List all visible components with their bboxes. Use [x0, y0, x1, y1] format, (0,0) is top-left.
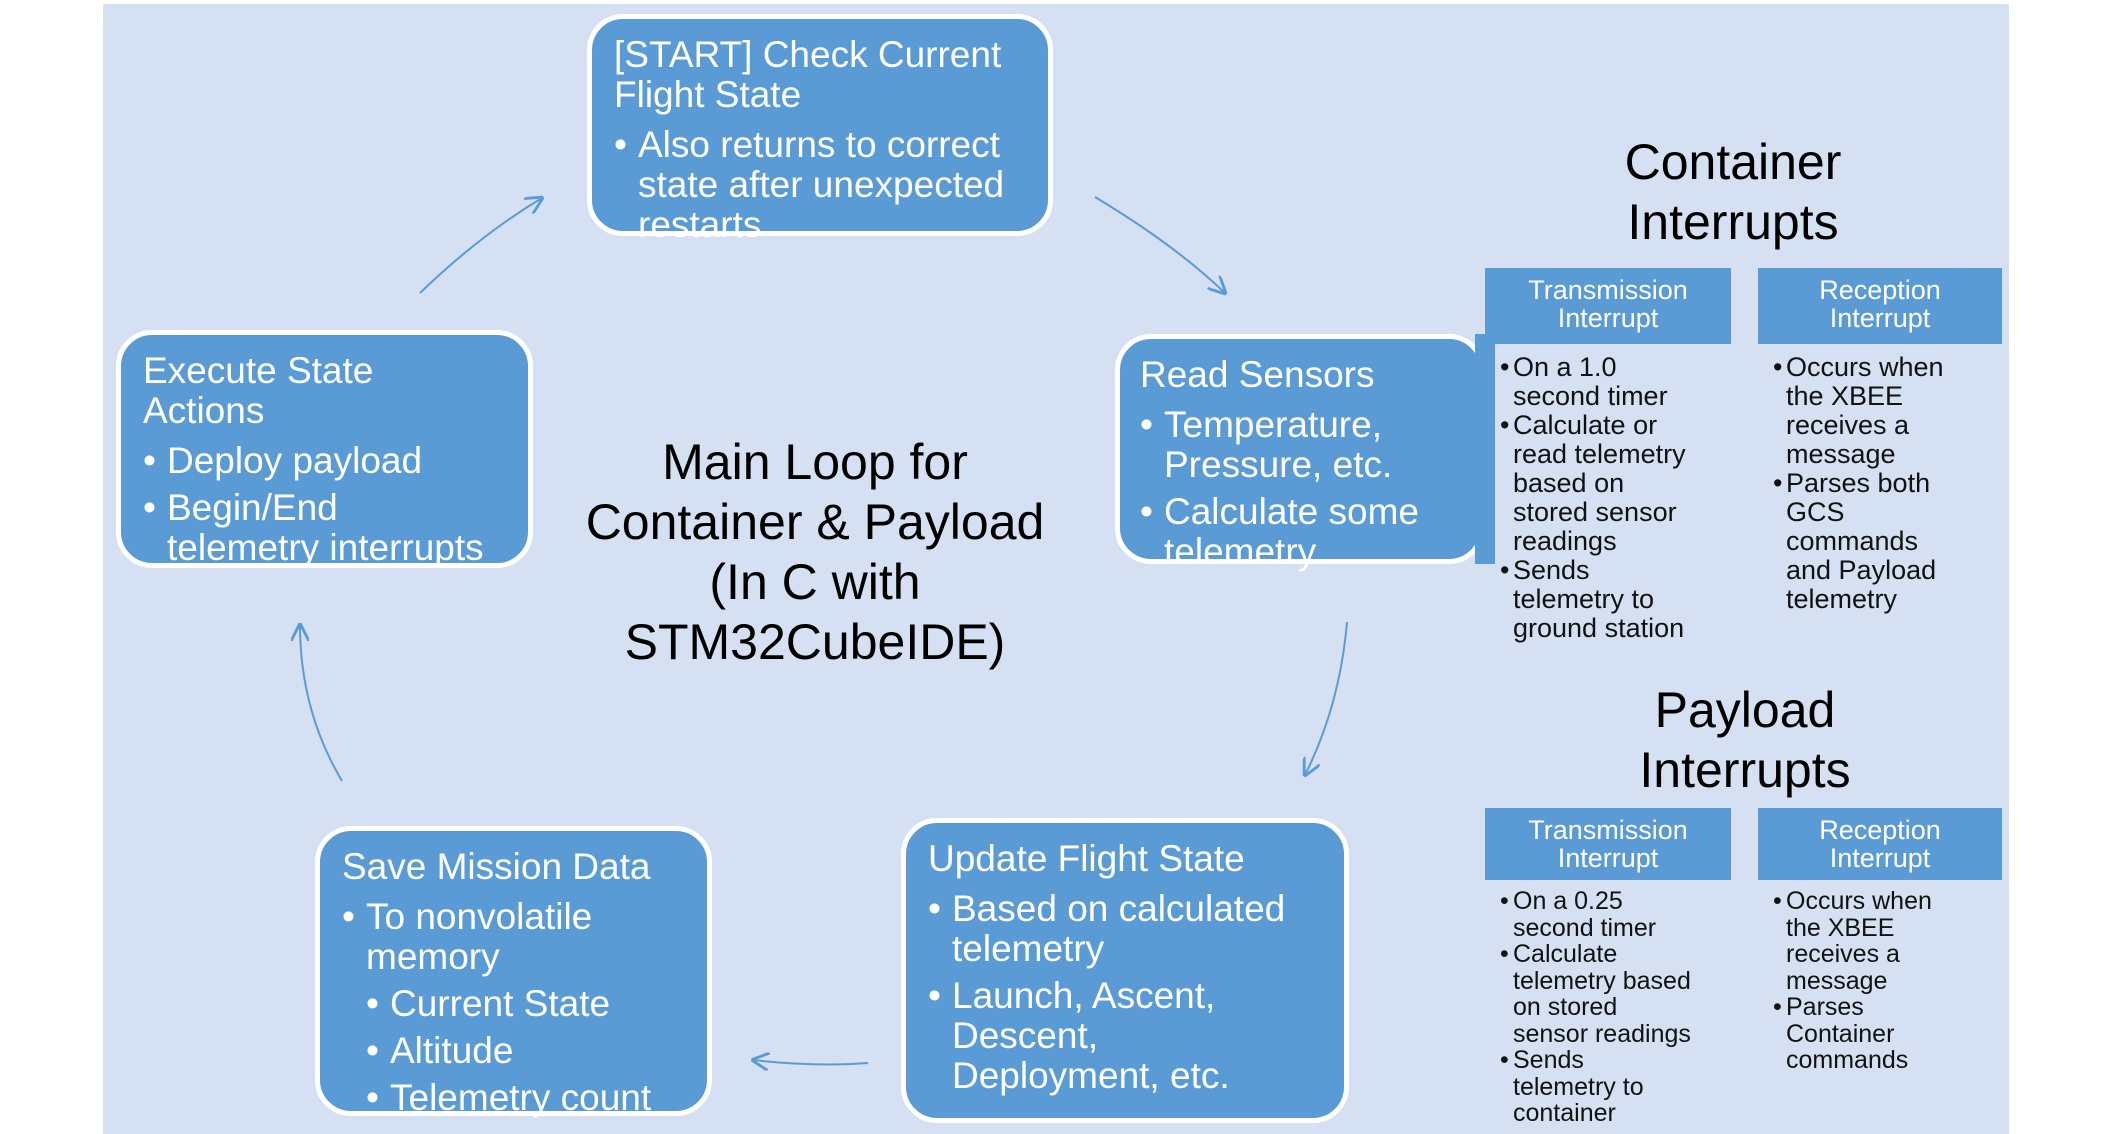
node-title: Execute State Actions [143, 350, 374, 431]
payload-reception-header: Reception Interrupt [1758, 808, 2002, 880]
list-item: Calculate telemetry based on stored sens… [1500, 941, 1740, 1047]
bullet: Launch, Ascent, Descent, Deployment, etc… [928, 975, 1322, 1096]
sub-bullet: Current State [366, 983, 685, 1024]
container-transmission-list: On a 1.0 second timer Calculate or read … [1500, 353, 1740, 643]
list-item: Occurs when the XBEE receives a message [1773, 353, 2013, 469]
node-execute-state-actions: Execute State Actions Deploy payload Beg… [116, 330, 533, 568]
list-item: Parses both GCS commands and Payload tel… [1773, 469, 2013, 614]
bullet: Begin/End telemetry interrupts [143, 487, 506, 568]
diagram-title: Main Loop for Container & Payload (In C … [585, 434, 1045, 670]
node-save-mission-data: Save Mission Data To nonvolatile memory … [315, 826, 712, 1118]
payload-reception-list: Occurs when the XBEE receives a message … [1773, 888, 2013, 1074]
bullet: To nonvolatile memory [342, 896, 685, 977]
list-item: Sends telemetry to ground station [1500, 556, 1740, 643]
list-item: Parses Container commands [1773, 994, 2013, 1074]
bullet: Also returns to correct state after unex… [614, 124, 1026, 245]
arrow-read-to-update [1305, 621, 1348, 775]
node-connector-strip [1475, 334, 1495, 564]
node-title: [START] Check Current Flight State [614, 34, 1002, 115]
arrow-save-to-execute [300, 625, 343, 782]
node-title: Save Mission Data [342, 846, 651, 887]
node-title: Update Flight State [928, 838, 1245, 879]
list-item: Occurs when the XBEE receives a message [1773, 888, 2013, 994]
payload-transmission-list: On a 0.25 second timer Calculate telemet… [1500, 888, 1740, 1127]
payload-interrupts-title: Payload Interrupts [1639, 682, 1851, 798]
list-item: On a 1.0 second timer [1500, 353, 1740, 411]
sub-bullet: Altitude [366, 1030, 685, 1071]
bullet: Temperature, Pressure, etc. [1140, 404, 1460, 485]
list-item: On a 0.25 second timer [1500, 888, 1740, 941]
container-reception-list: Occurs when the XBEE receives a message … [1773, 353, 2013, 614]
container-reception-header: Reception Interrupt [1758, 268, 2002, 344]
sub-bullet: Telemetry count [366, 1077, 685, 1118]
payload-transmission-header: Transmission Interrupt [1485, 808, 1731, 880]
node-update-flight-state: Update Flight State Based on calculated … [901, 818, 1349, 1123]
container-interrupts-title: Container Interrupts [1624, 134, 1842, 250]
node-check-flight-state: [START] Check Current Flight State Also … [587, 14, 1053, 244]
node-read-sensors: Read Sensors Temperature, Pressure, etc.… [1115, 334, 1485, 571]
bullet: Deploy payload [143, 440, 506, 481]
list-item: Calculate or read telemetry based on sto… [1500, 411, 1740, 556]
arrow-start-to-read [1094, 196, 1225, 293]
node-title: Read Sensors [1140, 354, 1375, 395]
arrow-execute-to-start [419, 198, 542, 294]
bullet: Calculate some telemetry [1140, 491, 1460, 572]
arrow-update-to-save [753, 1060, 869, 1064]
bullet: Based on calculated telemetry [928, 888, 1322, 969]
container-transmission-header: Transmission Interrupt [1485, 268, 1731, 344]
list-item: Sends telemetry to container [1500, 1047, 1740, 1127]
